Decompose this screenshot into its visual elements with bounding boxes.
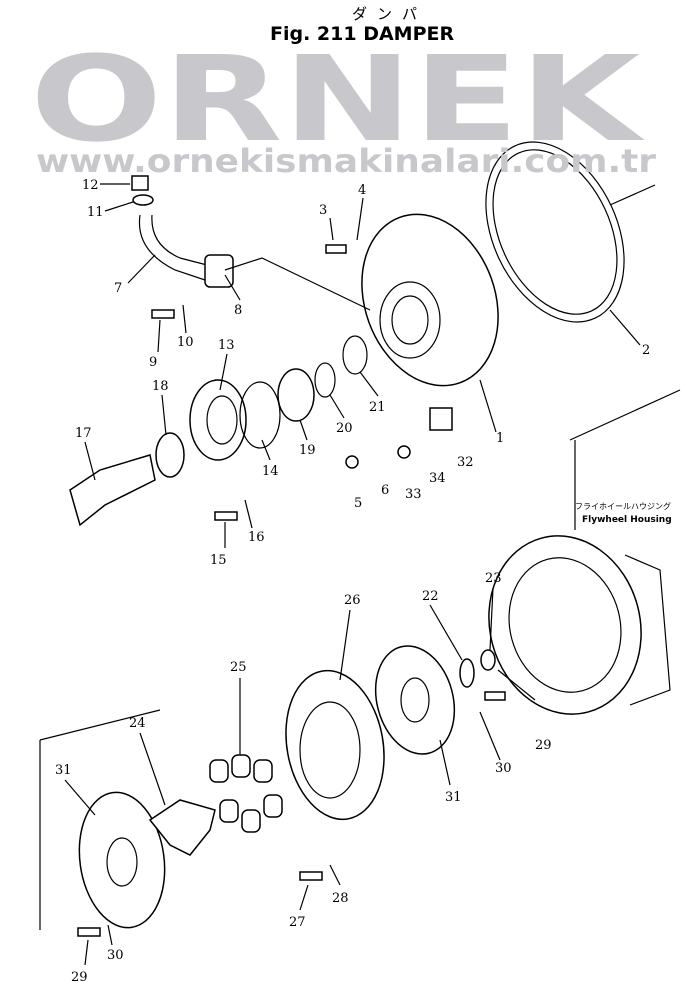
callout-30: 30 <box>495 761 512 776</box>
callout-34: 34 <box>429 471 446 486</box>
shaft-part-17 <box>69 454 156 527</box>
callout-26: 26 <box>344 593 361 608</box>
callout-30-front: 30 <box>107 948 124 963</box>
watermark-url: www.ornekismakinalari.com.tr <box>36 142 656 180</box>
leader-lines <box>64 183 641 966</box>
callout-17: 17 <box>75 426 92 441</box>
callout-3: 3 <box>319 203 327 218</box>
callout-31-front: 31 <box>55 763 72 778</box>
callout-15: 15 <box>210 553 227 568</box>
hub-part-24 <box>148 799 216 856</box>
callout-14: 14 <box>262 464 279 479</box>
callout-2: 2 <box>642 343 650 358</box>
gasket-part-2 <box>485 141 681 441</box>
callout-4: 4 <box>358 183 366 198</box>
watermark-logo: ORNEK <box>30 30 646 168</box>
plate-part-31 <box>374 645 496 755</box>
callout-22: 22 <box>422 589 439 604</box>
damper-housing-part-1 <box>361 213 499 387</box>
flywheel-housing-label-jp: フライホイールハウジング <box>575 501 671 511</box>
callout-33: 33 <box>405 487 422 502</box>
callout-27: 27 <box>289 915 306 930</box>
callout-23: 23 <box>485 571 502 586</box>
callout-31: 31 <box>445 790 462 805</box>
callout-20: 20 <box>336 421 353 436</box>
page-title: Fig. 211 DAMPER <box>270 23 455 45</box>
pipe-part-7 <box>131 175 371 311</box>
callout-1: 1 <box>496 431 504 446</box>
callout-25: 25 <box>230 660 247 675</box>
callout-10: 10 <box>177 335 194 350</box>
bolts <box>77 244 506 937</box>
callout-9: 9 <box>149 355 157 370</box>
damper-disc-part-26 <box>285 669 385 821</box>
callout-7: 7 <box>114 281 122 296</box>
callout-12: 12 <box>82 178 99 193</box>
callout-16: 16 <box>248 530 265 545</box>
callout-24: 24 <box>129 716 146 731</box>
flywheel-housing <box>488 440 671 715</box>
callout-19: 19 <box>299 443 316 458</box>
rubber-blocks-part-25 <box>209 754 283 833</box>
callout-13: 13 <box>218 338 235 353</box>
callout-21: 21 <box>369 400 386 415</box>
cover-part-13 <box>155 335 368 478</box>
callout-28: 28 <box>332 891 349 906</box>
callout-18: 18 <box>152 379 169 394</box>
callout-11: 11 <box>87 205 104 220</box>
callout-29: 29 <box>535 738 552 753</box>
flywheel-housing-label-en: Flywheel Housing <box>582 515 672 525</box>
callout-8: 8 <box>234 303 242 318</box>
title-kana: ダンパ <box>352 5 428 23</box>
callout-29-front: 29 <box>71 970 88 982</box>
callout-6: 6 <box>381 483 389 498</box>
callout-5: 5 <box>354 496 362 511</box>
callout-32: 32 <box>457 455 474 470</box>
plate-part-31-front <box>39 709 166 930</box>
